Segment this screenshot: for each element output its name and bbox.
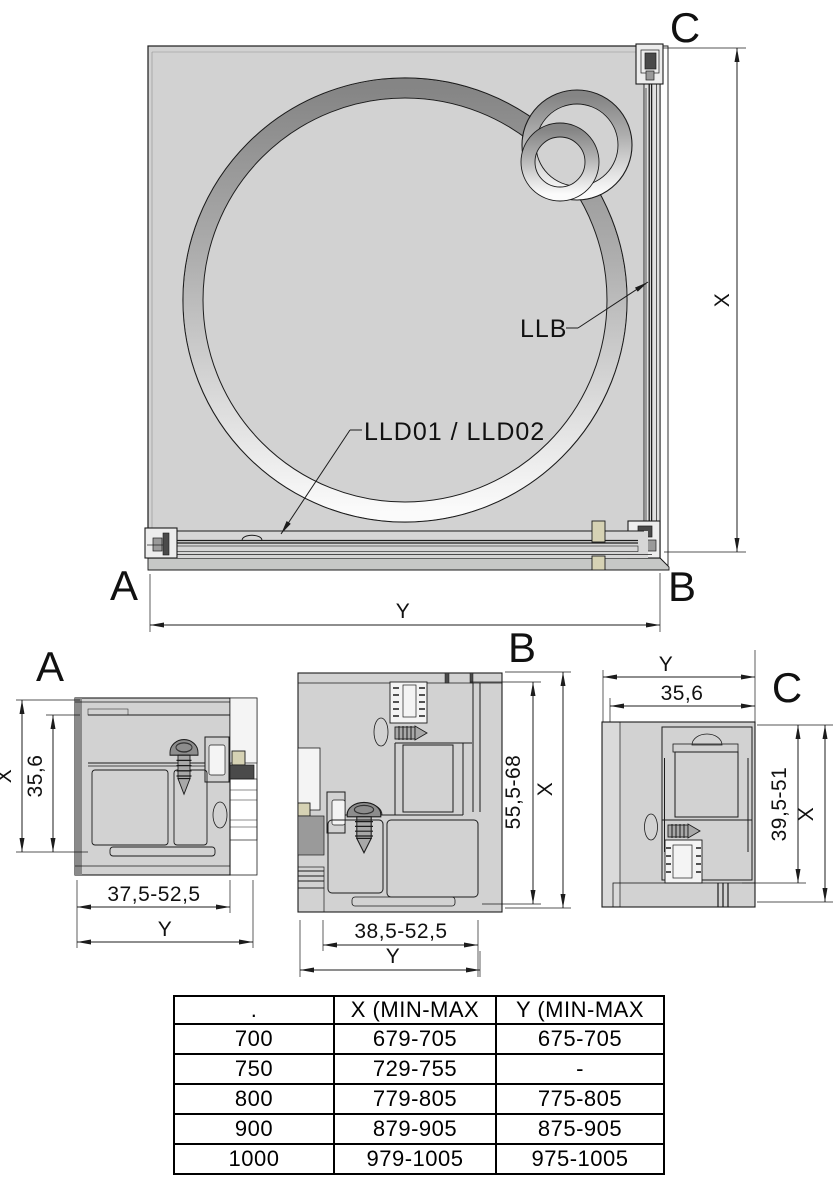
glass-clamp <box>204 736 230 783</box>
roller-cylinder <box>674 751 739 818</box>
detail-a-dim-range: 37,5-52,5 <box>107 883 200 906</box>
table-cell-size: 900 <box>173 1113 335 1145</box>
table-row: 700 679-705 675-705 <box>173 1023 665 1055</box>
table-cell-x: 679-705 <box>333 1023 497 1055</box>
corner-label-a: A <box>110 562 138 609</box>
detail-c-dim-x: X <box>795 807 818 822</box>
dim-label-y: Y <box>396 600 411 623</box>
roller-knob-top <box>691 733 723 746</box>
corner-label-c: C <box>670 4 700 51</box>
table-cell-y: - <box>495 1053 665 1085</box>
detail-b-dim-range-h: 38,5-52,5 <box>354 920 447 943</box>
table-cell-y: 975-1005 <box>495 1143 665 1175</box>
detail-c-dims: Y 35,6 39,5-51 X <box>602 650 833 903</box>
detail-a-dim-356: 35,6 <box>24 755 47 798</box>
callout-llb-label: LLB <box>520 315 567 343</box>
technical-drawing: X Y A B C LLB LLD01 / LLD02 A <box>0 4 833 977</box>
plan-dim-y: Y <box>149 573 661 632</box>
callout-llb: LLB <box>520 281 649 343</box>
tray-basin-ring <box>182 77 633 523</box>
table-header-size: . <box>173 995 335 1025</box>
detail-c-dim-range-v: 39,5-51 <box>768 767 791 842</box>
table-cell-size: 1000 <box>173 1143 335 1175</box>
table-cell-x: 979-1005 <box>333 1143 497 1175</box>
table-cell-y: 775-805 <box>495 1083 665 1115</box>
detail-b-label: B <box>508 624 536 671</box>
plan-view: X Y A B C LLB LLD01 / LLD02 <box>110 4 746 632</box>
detail-c: C Y 35,6 39,5-51 X <box>601 650 833 908</box>
glass-channel <box>389 681 428 724</box>
rail-left-bracket <box>144 527 178 559</box>
table-cell-size: 800 <box>173 1083 335 1115</box>
spec-table: . X (MIN-MAX Y (MIN-MAX 700 679-705 675-… <box>173 995 665 1175</box>
table-row: 800 779-805 775-805 <box>173 1083 665 1115</box>
detail-b-dims: 55,5-68 X 38,5-52,5 Y <box>299 671 571 977</box>
table-header-row: . X (MIN-MAX Y (MIN-MAX <box>173 995 665 1025</box>
roller-cylinder <box>402 744 454 813</box>
tray-front-apron <box>147 557 670 571</box>
detail-a: A X 35,6 <box>0 643 258 948</box>
glass-channel <box>664 839 703 884</box>
door-handle-knob <box>241 534 263 541</box>
table-cell-y: 875-905 <box>495 1113 665 1145</box>
table-header-y: Y (MIN-MAX <box>495 995 665 1025</box>
table-cell-y: 675-705 <box>495 1023 665 1055</box>
side-wall-profile <box>627 43 664 559</box>
table-header-x: X (MIN-MAX <box>333 995 497 1025</box>
table-cell-x: 879-905 <box>333 1113 497 1145</box>
detail-a-dims: X 35,6 37,5-52,5 Y <box>0 699 254 948</box>
table-row: 750 729-755 - <box>173 1053 665 1085</box>
detail-b-dim-x: X <box>534 782 557 797</box>
table-cell-size: 700 <box>173 1023 335 1055</box>
corner-label-b: B <box>668 563 696 610</box>
detail-b-dim-range-v: 55,5-68 <box>502 755 525 830</box>
detail-a-dim-y: Y <box>158 918 173 941</box>
screw-head-side <box>373 717 389 747</box>
plan-dim-x: X <box>663 47 746 553</box>
detail-b-dim-y: Y <box>386 945 401 968</box>
table-cell-size: 750 <box>173 1053 335 1085</box>
wall-mount-block <box>591 520 606 543</box>
table-cell-x: 779-805 <box>333 1083 497 1115</box>
detail-b-wall-strip <box>297 747 325 913</box>
callout-lld: LLD01 / LLD02 <box>280 418 545 535</box>
wall-clamp <box>326 791 346 834</box>
detail-a-dim-x: X <box>0 769 16 784</box>
door-rail <box>144 520 652 571</box>
roller-knob <box>212 801 228 829</box>
table-row: 1000 979-1005 975-1005 <box>173 1143 665 1175</box>
table-row: 900 879-905 875-905 <box>173 1113 665 1145</box>
detail-c-dim-y: Y <box>659 653 674 676</box>
detail-b: B <box>297 624 571 977</box>
dim-label-x: X <box>711 293 734 308</box>
detail-a-wall-strip <box>212 697 258 876</box>
drain <box>520 122 600 202</box>
table-cell-x: 729-755 <box>333 1053 497 1085</box>
callout-lld-label: LLD01 / LLD02 <box>364 418 545 446</box>
top-corner-bracket <box>635 43 664 85</box>
tray-right-edge <box>659 45 669 568</box>
detail-a-label: A <box>36 643 64 690</box>
screw-head-side <box>644 813 658 841</box>
detail-c-label: C <box>772 664 802 711</box>
wall-mount-block <box>591 555 606 571</box>
detail-c-dim-356: 35,6 <box>661 682 704 705</box>
